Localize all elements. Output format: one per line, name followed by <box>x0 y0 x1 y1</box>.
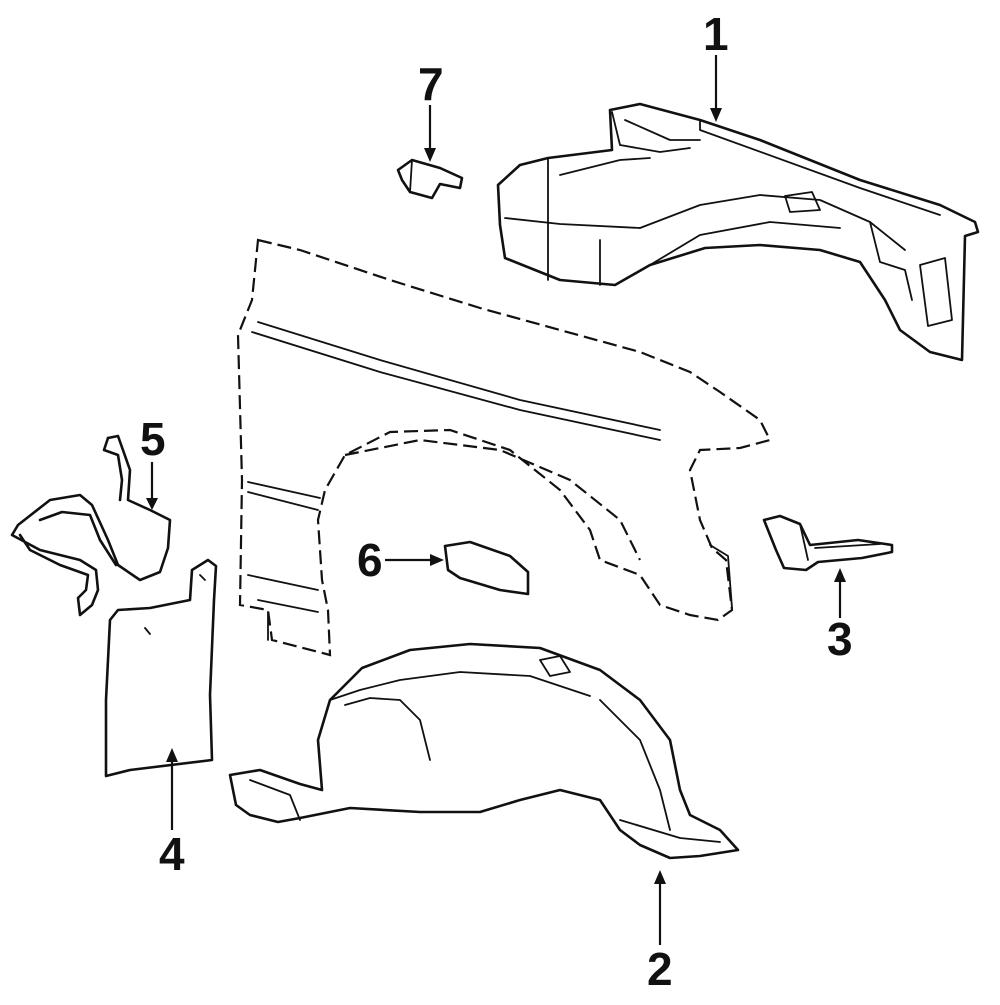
callout-5: 5 <box>140 413 166 465</box>
callout-1: 1 <box>703 8 729 60</box>
callout-7: 7 <box>418 58 444 110</box>
part-5-bracket <box>10 434 172 617</box>
part-1-apron <box>496 102 980 362</box>
part-3-bracket <box>762 514 894 572</box>
main-fender <box>236 238 772 657</box>
part-7-bracket <box>396 158 464 200</box>
leader-lines <box>146 55 846 945</box>
part-4-shield <box>104 558 218 778</box>
callout-6: 6 <box>357 534 383 586</box>
callout-labels: 1 2 3 4 5 6 7 <box>140 8 853 995</box>
part-2-liner <box>228 642 740 860</box>
part-6-pad <box>443 540 530 596</box>
callout-4: 4 <box>159 828 185 880</box>
callout-3: 3 <box>827 613 853 665</box>
callout-2: 2 <box>647 943 673 995</box>
